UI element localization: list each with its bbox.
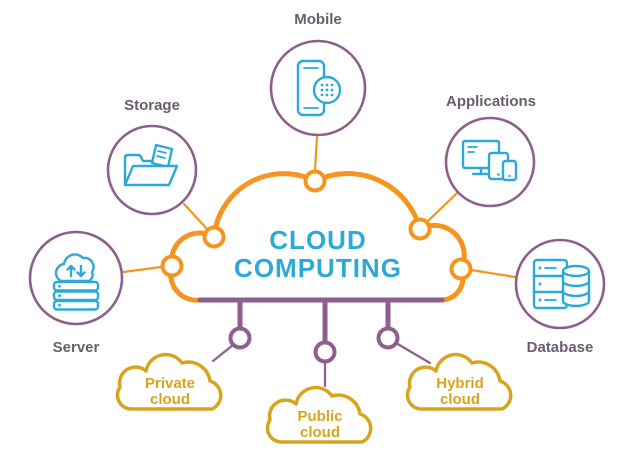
server-label: Server [53,339,100,356]
junction-applications [408,217,432,241]
public-cloud: Public cloud [265,385,373,444]
title-line-1: CLOUD [269,225,366,255]
mobile-node: Mobile [269,11,367,137]
hybrid-cloud-label-2: cloud [440,391,480,408]
storage-node: Storage [106,97,198,216]
junction-public-cloud [313,340,337,364]
applications-label: Applications [446,93,536,110]
junction-storage [202,225,226,249]
connector-storage [182,202,209,231]
connector-server [121,265,163,274]
storage-icon [123,143,179,187]
central-cloud: CLOUD COMPUTING [168,171,467,345]
hybrid-cloud: Hybrid cloud [405,352,513,411]
junction-mobile [303,169,327,193]
title-line-2: COMPUTING [234,253,402,283]
private-cloud-label-2: cloud [150,391,190,408]
connectors [121,135,517,388]
storage-label: Storage [124,97,180,114]
public-cloud-label-1: Public [297,408,342,425]
database-label: Database [527,339,594,356]
mobile-label: Mobile [294,11,342,28]
connector-private-cloud [211,343,235,363]
database-node: Database [514,238,606,356]
public-cloud-label-2: cloud [300,424,340,441]
connector-applications [425,191,459,224]
mobile-icon [296,59,342,117]
junction-server [160,254,184,278]
private-cloud: Private cloud [115,352,223,411]
public-cloud-outline [265,385,373,444]
applications-node: Applications [444,93,536,208]
connector-database [469,268,517,279]
connector-mobile [313,135,319,172]
applications-icon [461,139,518,182]
junction-hybrid-cloud [376,326,400,350]
server-node: Server [28,230,124,356]
private-cloud-outline [115,352,223,411]
connector-hybrid-cloud [394,341,432,365]
central-cloud-bottom-outline [197,297,445,345]
private-cloud-label-1: Private [145,375,195,392]
database-icon [532,258,591,310]
junction-database [449,257,473,281]
junctions [160,169,473,364]
database-circle [514,238,606,330]
hybrid-cloud-outline [405,352,513,411]
server-icon [52,253,100,311]
hybrid-cloud-label-1: Hybrid [436,375,484,392]
junction-private-cloud [228,326,252,350]
